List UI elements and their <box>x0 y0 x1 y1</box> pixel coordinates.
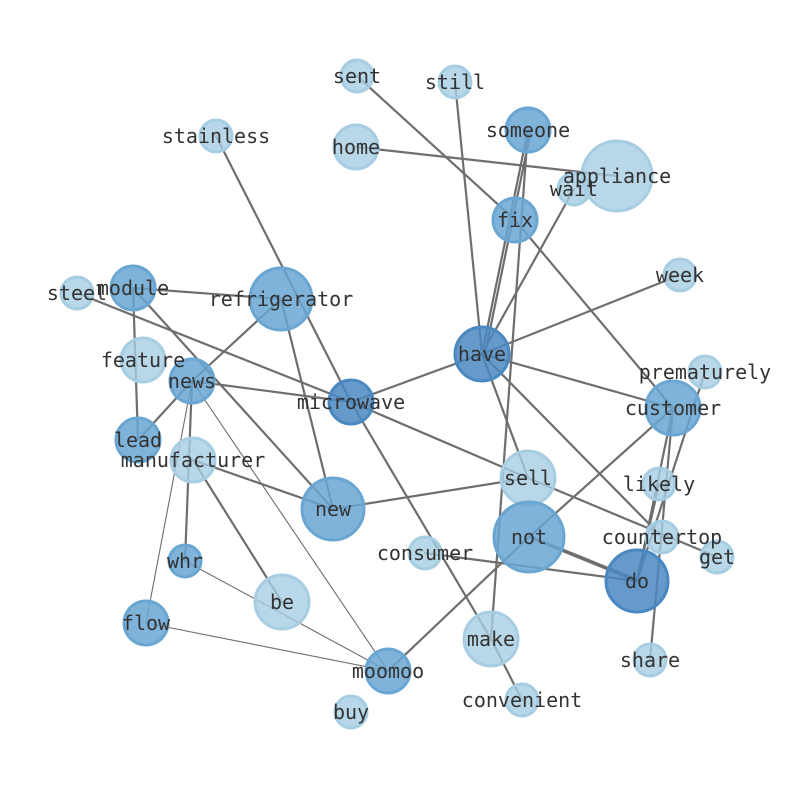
edge-someone-have <box>480 128 530 356</box>
node-sent <box>339 58 375 94</box>
node-do <box>604 548 670 614</box>
edge-news-flow <box>145 380 193 624</box>
edge-wait-have <box>480 187 576 356</box>
node-label-appliance: appliance <box>563 164 671 188</box>
node-wait <box>556 171 592 207</box>
node-home <box>332 123 380 171</box>
node-lead <box>114 416 162 464</box>
node-news <box>168 357 216 405</box>
node-label-prematurely: prematurely <box>639 360 771 384</box>
node-label-make: make <box>467 627 515 651</box>
node-label-convenient: convenient <box>462 688 582 712</box>
edge-module-new <box>131 286 335 511</box>
node-label-week: week <box>656 263 704 287</box>
node-label-microwave: microwave <box>297 390 405 414</box>
node-label-not: not <box>511 525 547 549</box>
node-label-moomoo: moomoo <box>352 659 424 683</box>
node-make <box>462 610 520 668</box>
node-get <box>699 539 735 575</box>
edge-flow-moomoo <box>145 622 389 672</box>
node-label-stainless: stainless <box>162 124 270 148</box>
node-label-do: do <box>625 569 649 593</box>
node-label-someone: someone <box>486 118 570 142</box>
node-label-flow: flow <box>122 611 171 635</box>
node-layer <box>59 58 735 730</box>
edge-home-appliance <box>354 145 619 178</box>
node-label-feature: feature <box>101 348 185 372</box>
edge-sent-fix <box>355 74 517 222</box>
node-module <box>109 264 157 312</box>
node-label-consumer: consumer <box>377 541 473 565</box>
node-label-manufacturer: manufacturer <box>121 448 266 472</box>
node-label-steel: steel <box>47 281 107 305</box>
edge-week-have <box>480 273 682 356</box>
label-layer: sent still stainless someone home appliancewa… <box>47 64 771 724</box>
edge-steel-microwave <box>75 291 353 404</box>
node-label-be: be <box>270 590 294 614</box>
node-label-whr: whr <box>167 549 203 573</box>
node-customer <box>644 379 702 437</box>
edge-sell-get <box>526 476 719 559</box>
node-label-buy: buy <box>333 700 369 724</box>
node-share <box>632 642 668 678</box>
node-label-sell: sell <box>504 466 552 490</box>
node-countertop <box>644 519 680 555</box>
edge-microwave-sell <box>349 400 530 480</box>
node-fix <box>491 196 539 244</box>
edge-fix-customer <box>513 218 675 410</box>
node-still <box>437 64 473 100</box>
edge-have-countertop <box>480 352 664 539</box>
node-label-countertop: countertop <box>602 525 722 549</box>
node-label-sent: sent <box>333 64 381 88</box>
node-buy <box>333 694 369 730</box>
edge-have-customer <box>480 352 675 410</box>
node-not <box>492 500 566 574</box>
node-label-lead: lead <box>114 428 162 452</box>
node-label-share: share <box>620 648 680 672</box>
edge-news-microwave <box>190 379 353 404</box>
node-week <box>662 257 698 293</box>
node-have <box>453 325 511 383</box>
node-convenient <box>504 682 540 718</box>
node-likely <box>641 466 677 502</box>
node-label-news: news <box>168 369 216 393</box>
node-stainless <box>198 118 234 154</box>
node-prematurely <box>687 354 723 390</box>
node-label-fix: fix <box>497 208 533 232</box>
node-refrigerator <box>248 266 314 332</box>
node-label-wait: wait <box>550 177 598 201</box>
node-label-customer: customer <box>625 396 721 420</box>
node-moomoo <box>364 647 412 695</box>
node-label-module: module <box>97 276 169 300</box>
node-manufacturer <box>169 436 217 484</box>
node-label-likely: likely <box>623 472 695 496</box>
node-feature <box>119 336 167 384</box>
node-label-still: still <box>425 70 485 94</box>
node-microwave <box>327 378 375 426</box>
node-label-have: have <box>458 342 506 366</box>
node-steel <box>59 275 95 311</box>
node-someone <box>504 106 552 154</box>
node-label-refrigerator: refrigerator <box>209 287 354 311</box>
edge-still-have <box>453 80 484 356</box>
node-be <box>253 573 311 631</box>
edge-microwave-make <box>349 400 493 641</box>
edge-news-moomoo <box>191 380 389 672</box>
node-consumer <box>407 535 443 571</box>
edge-refrigerator-new <box>279 297 335 511</box>
node-label-home: home <box>332 135 380 159</box>
node-new <box>300 476 366 542</box>
edge-sell-new <box>331 476 530 511</box>
node-whr <box>167 543 203 579</box>
node-flow <box>122 599 170 647</box>
node-label-get: get <box>699 545 735 569</box>
node-label-new: new <box>315 497 352 521</box>
